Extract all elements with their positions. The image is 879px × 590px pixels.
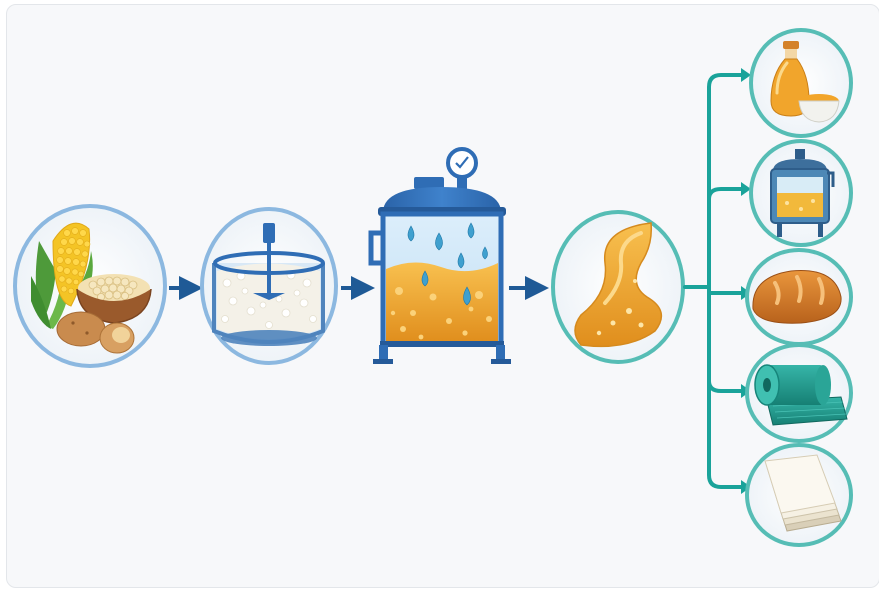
corn-potato-soybean-icon [31, 222, 152, 354]
stage-product-stream [551, 210, 685, 364]
diagram-canvas [6, 4, 879, 588]
bread-loaf-icon [752, 270, 842, 324]
output-oil [749, 28, 853, 138]
stage-raw-materials [13, 204, 167, 368]
fabric-roll-icon [754, 364, 848, 426]
oil-bottle-bowl-icon [770, 41, 840, 123]
output-paper [745, 443, 853, 547]
output-fiber-roll [745, 343, 853, 443]
golden-flow-icon [574, 222, 663, 348]
mixing-tank-icon [212, 223, 325, 346]
process-diagram [13, 28, 853, 547]
stage-mashing [200, 207, 338, 365]
branch-connectors [683, 73, 745, 489]
stage-fermentation [368, 147, 511, 364]
fermenter-tank-icon [368, 147, 511, 364]
paper-stack-icon [764, 454, 842, 532]
storage-tank-icon [770, 149, 835, 237]
output-tank-product [749, 139, 853, 247]
output-bread [745, 248, 853, 346]
